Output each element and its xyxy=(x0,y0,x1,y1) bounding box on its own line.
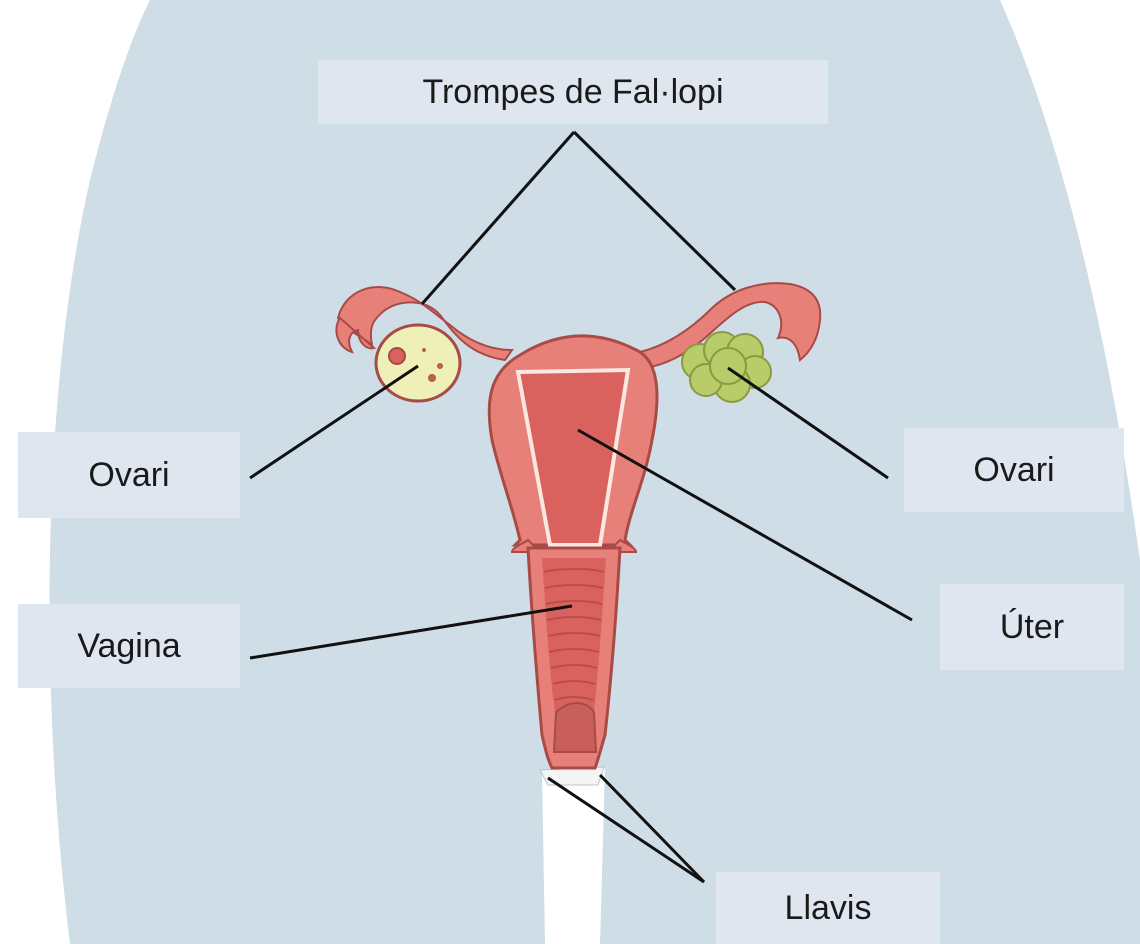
label-uterus: Úter xyxy=(940,584,1124,670)
vaginal-opening xyxy=(554,703,596,752)
label-ovary-left: Ovari xyxy=(18,432,240,518)
label-vagina: Vagina xyxy=(18,604,240,688)
follicle-2 xyxy=(428,374,436,382)
follicle-4 xyxy=(422,348,426,352)
label-fallopian-tubes: Trompes de Fal·lopi xyxy=(318,60,828,124)
label-labia: Llavis xyxy=(716,872,940,944)
labia-fold xyxy=(540,767,604,785)
label-ovary-right: Ovari xyxy=(904,428,1124,512)
ovary-left-shape xyxy=(376,325,460,401)
follicle-1 xyxy=(389,348,405,364)
follicle-3 xyxy=(437,363,443,369)
